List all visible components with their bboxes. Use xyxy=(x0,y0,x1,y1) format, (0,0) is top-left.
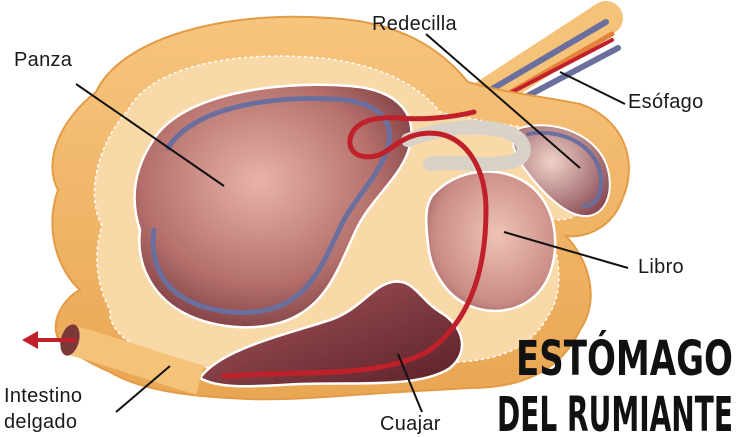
label-panza: Panza xyxy=(14,49,73,71)
title-line1: ESTÓMAGO xyxy=(516,330,733,387)
label-intestino-line1: Intestino xyxy=(4,385,82,407)
label-esofago: Esófago xyxy=(628,91,704,113)
label-redecilla: Redecilla xyxy=(372,13,458,35)
label-cuajar: Cuajar xyxy=(380,413,441,435)
label-libro: Libro xyxy=(638,256,684,278)
title-line2: DEL RUMIANTE xyxy=(497,387,733,437)
esofago-leader-line xyxy=(560,72,625,104)
label-intestino-line2: delgado xyxy=(4,411,77,433)
